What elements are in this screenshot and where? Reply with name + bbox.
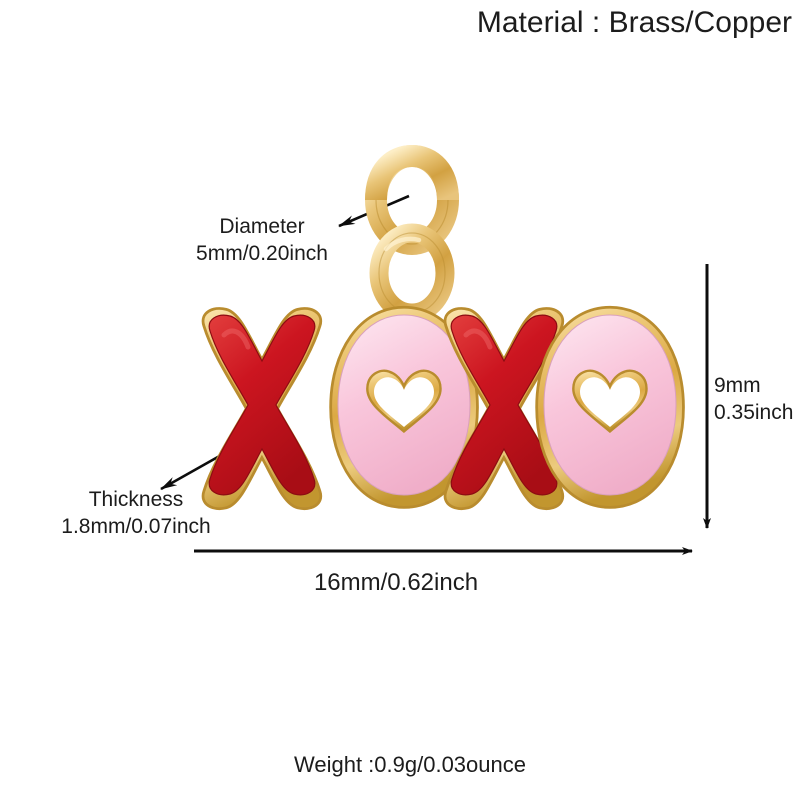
thickness-value: 1.8mm/0.07inch	[61, 514, 211, 538]
height-annotation: 9mm 0.35inch	[714, 373, 793, 427]
xoxo-charm	[201, 145, 685, 511]
thickness-title: Thickness	[88, 488, 184, 511]
diameter-title: Diameter	[219, 215, 305, 238]
diameter-annotation: Diameter 5mm/0.20inch	[182, 214, 342, 268]
jump-ring-overlap	[365, 145, 459, 201]
charm-body	[201, 305, 685, 511]
material-label: Material : Brass/Copper	[476, 6, 792, 39]
height-value-inch: 0.35inch	[714, 400, 794, 424]
charm-letter-o-2	[535, 305, 685, 509]
height-value-mm: 9mm	[714, 374, 761, 397]
diameter-value: 5mm/0.20inch	[196, 241, 328, 265]
charm-letter-x-2	[443, 307, 565, 511]
thickness-annotation: Thickness 1.8mm/0.07inch	[48, 487, 224, 541]
weight-label: Weight :0.9g/0.03ounce	[294, 752, 526, 777]
charm-letter-x-1	[201, 307, 323, 511]
width-annotation: 16mm/0.62inch	[313, 569, 479, 596]
